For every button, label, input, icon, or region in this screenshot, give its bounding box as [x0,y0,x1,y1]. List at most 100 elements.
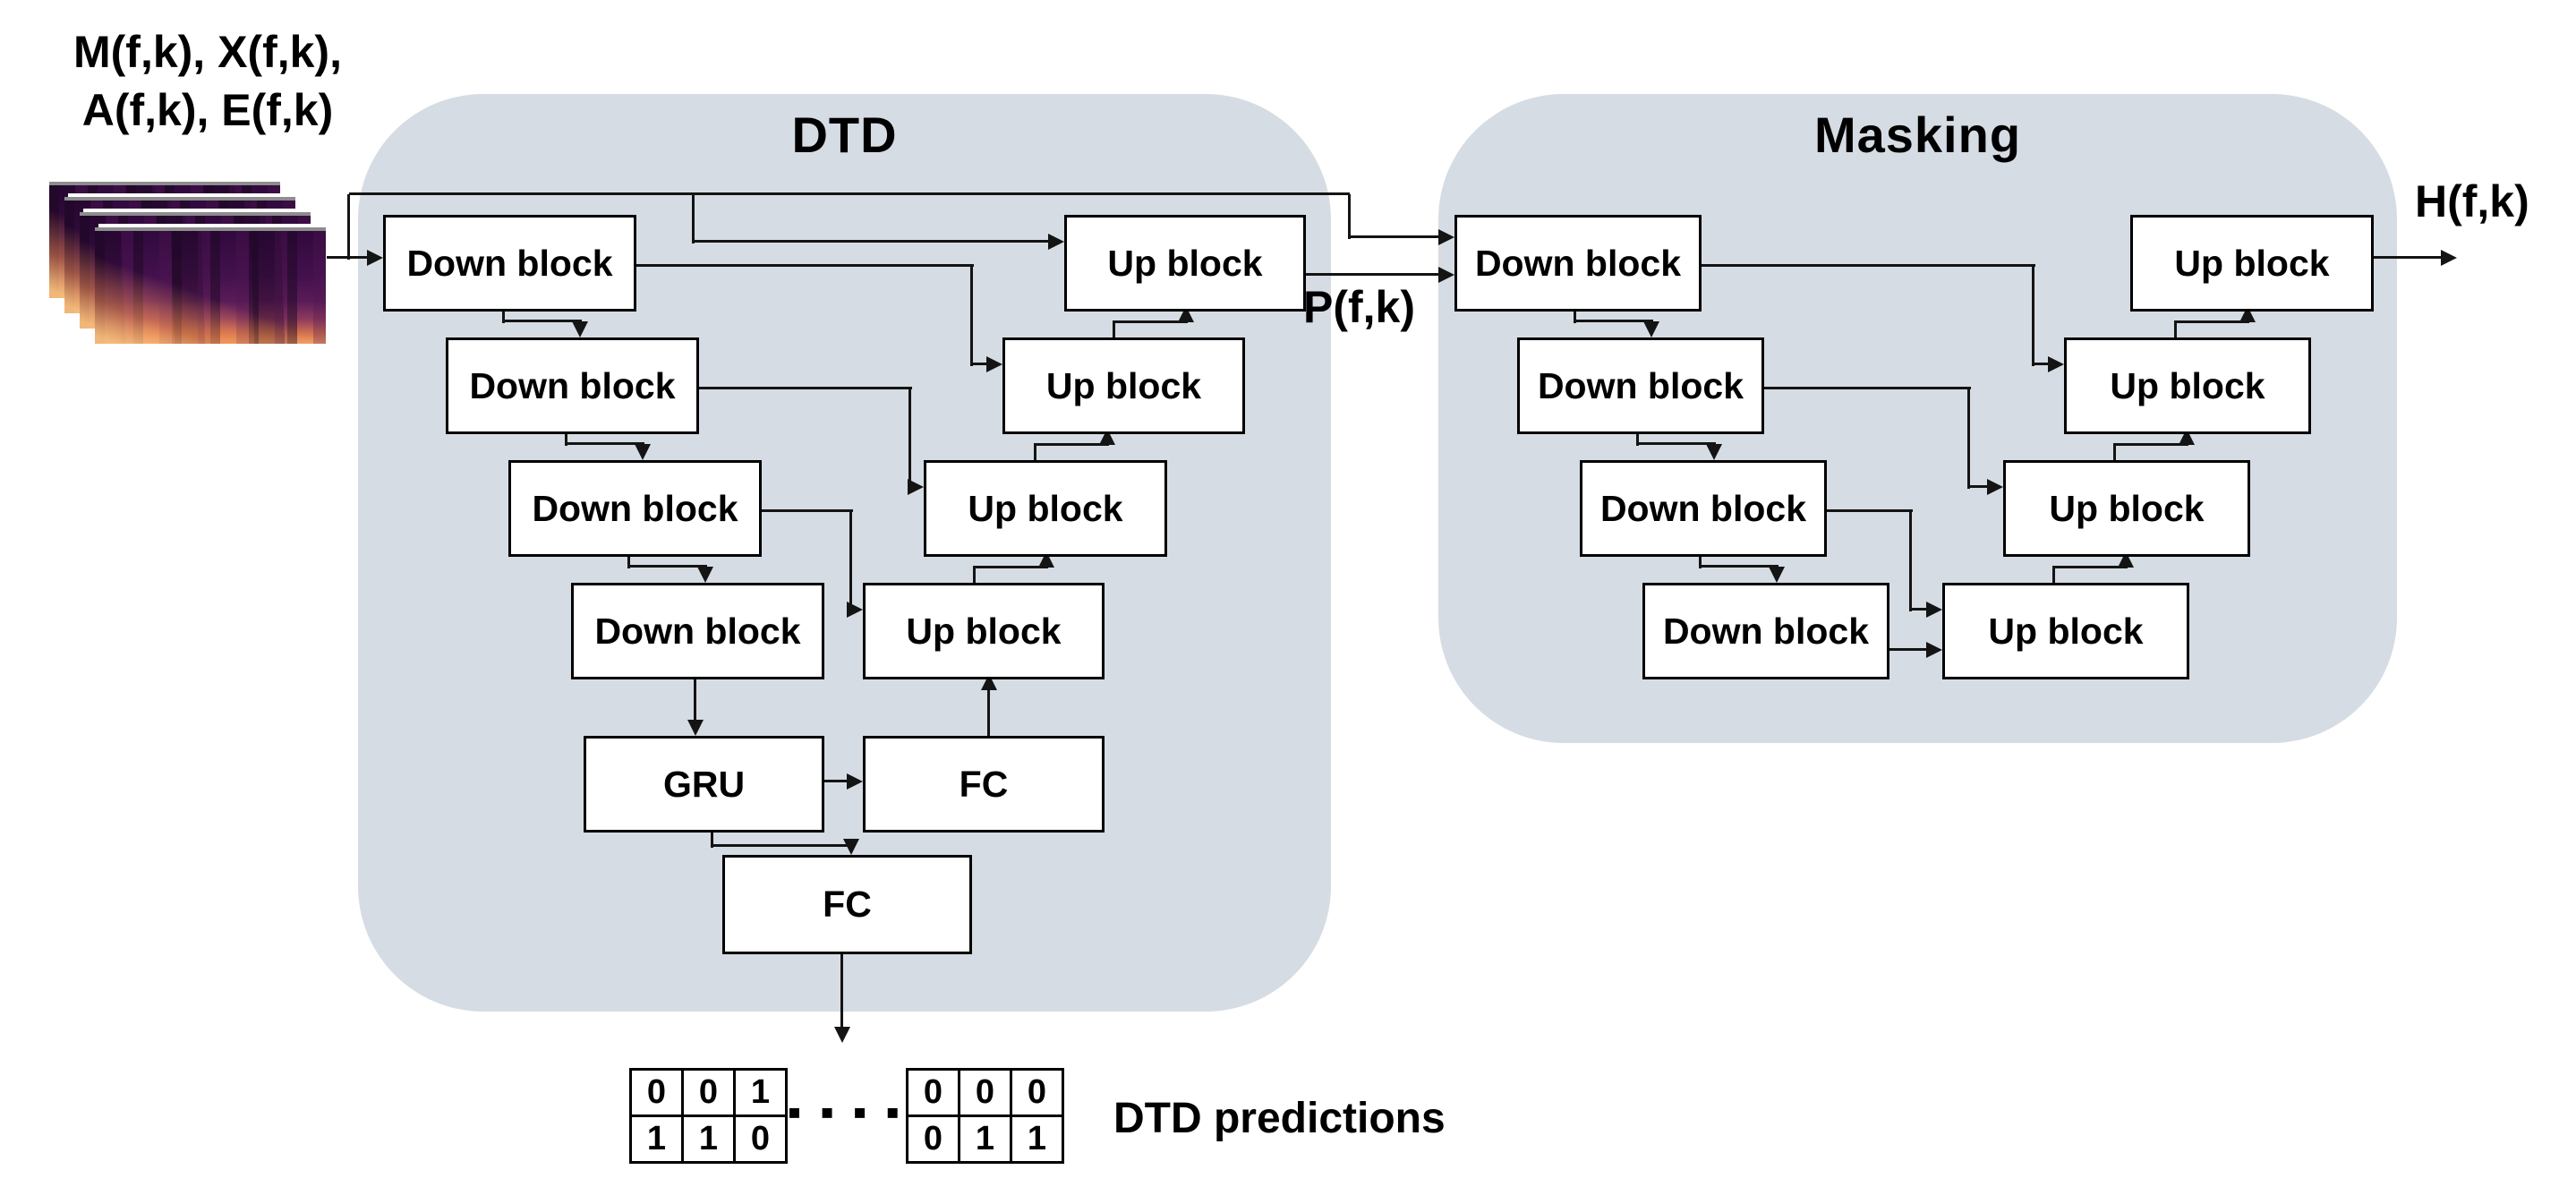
arrowhead-into-dtd-down3 [635,444,651,460]
skip-d3-a [756,509,853,512]
p-signal-label: P(f,k) [1303,282,1415,332]
connector-mu4-mu3-b [2052,566,2128,568]
table-cell: 1 [1012,1117,1062,1161]
connector-bypass-top [349,192,1350,195]
connector-d2-d3-a [565,429,567,446]
skip-m1-a [1696,264,2035,267]
connector-d1-d2-a [502,306,505,323]
arrowhead-into-masking-down3 [1706,444,1722,460]
connector-bypass-to-up1 [694,240,1054,243]
dtd-up-block-4: Up block [863,583,1105,679]
arrowhead-into-gru [687,720,704,736]
table-cell: 0 [684,1071,733,1114]
connector-m1-m2-a [1574,306,1576,323]
arrowhead-into-fc2 [843,839,859,855]
connector-m3-m4-a [1699,551,1702,568]
connector-gru-fc2-a [711,827,713,848]
skip-m2-b [1967,387,1970,489]
connector-d2-d3-b [565,442,644,445]
arrowhead-into-masking-up2 [2048,356,2064,372]
connector-bypass-step [1348,194,1351,239]
table-cell: 0 [736,1117,785,1161]
arrowhead-into-masking-up4-direct [1926,642,1942,658]
connector-up3-up2-a [1034,445,1036,460]
input-signals-line2: A(f,k), E(f,k) [81,85,334,135]
connector-m2-m3-a [1636,429,1639,446]
fc-output-block: FC [722,855,972,954]
connector-up4-up3-a [973,568,976,583]
skip-m2-a [1759,387,1971,389]
h-signal-label: H(f,k) [2415,176,2529,226]
connector-up2-up1-b [1113,320,1188,323]
arrowhead-into-dtd-down2 [572,321,588,337]
arrowhead-into-masking-down4 [1769,567,1785,583]
skip-m2-c [1967,485,1994,488]
connector-input [327,256,374,259]
arrowhead-into-dtd-up4 [847,602,863,618]
arrowhead-into-fc [847,773,863,790]
connector-up4-up3-b [973,566,1048,568]
connector-h-signal [2368,256,2446,259]
masking-up-block-4: Up block [1942,583,2189,679]
dtd-predictions-label: DTD predictions [1113,1095,1446,1142]
table-cell: 0 [908,1117,958,1161]
arrowhead-into-dtd-up2 [986,356,1002,372]
arrowhead-into-dtd-up1 [1048,234,1064,250]
spectrogram-stack [49,182,345,352]
connector-mu2-mu1-a [2174,322,2177,337]
connector-mu2-mu1-b [2174,320,2249,323]
dtd-down-block-2: Down block [446,337,699,434]
connector-up2-up1-a [1113,322,1115,337]
arrowhead-into-masking-up4 [1926,602,1942,618]
dtd-title: DTD [791,107,898,163]
skip-d1-b [970,264,973,366]
connector-up3-up2-b [1034,443,1109,446]
skip-m3-c [1909,608,1933,611]
arrowhead-into-dtd-down1 [367,250,383,266]
skip-d3-b [849,509,852,611]
dtd-down-block-1: Down block [383,215,636,312]
skip-m1-c [2032,363,2055,365]
arrowhead-into-masking-up3 [1987,479,2003,495]
masking-up-block-3: Up block [2003,460,2250,557]
connector-d1-d2-b [502,320,582,322]
connector-m2-m3-b [1636,442,1716,445]
arrowhead-into-predictions [834,1027,850,1043]
dtd-down-block-4: Down block [571,583,824,679]
connector-input-branch [347,194,350,260]
table-cell: 1 [960,1117,1010,1161]
masking-down-block-1: Down block [1454,215,1702,312]
connector-gru-fc [819,780,850,782]
table-cell: 0 [960,1071,1010,1114]
skip-d1-c [970,363,994,365]
arrowhead-into-masking-down1-top [1438,229,1454,245]
fc-block: FC [863,736,1105,833]
connector-mu3-mu2-a [2113,445,2116,460]
table-cell: 0 [908,1071,958,1114]
input-signals-label: M(f,k), X(f,k), A(f,k), E(f,k) [20,23,396,140]
gru-block: GRU [584,736,824,833]
skip-d2-b [908,387,911,489]
skip-d1-a [631,264,974,267]
table-cell: 1 [684,1117,733,1161]
connector-m1-m2-b [1574,320,1653,322]
skip-d2-a [694,387,912,389]
input-signals-line1: M(f,k), X(f,k), [73,27,342,77]
dtd-down-block-3: Down block [508,460,762,557]
dtd-up-block-1: Up block [1064,215,1306,312]
masking-down-block-3: Down block [1580,460,1827,557]
arrowhead-into-masking-down1 [1438,267,1454,283]
arrowhead-into-masking-down2 [1643,321,1659,337]
ellipsis-dots: ▪ ▪ ▪ ▪ ▪ [788,1101,939,1123]
connector-m4-up4 [1884,648,1930,651]
connector-d3-d4-a [627,551,630,568]
masking-up-block-1: Up block [2130,215,2374,312]
masking-up-block-2: Up block [2064,337,2311,434]
arrowhead-into-dtd-down4 [697,567,713,583]
connector-fc2-predictions [840,949,843,1028]
connector-p-signal [1301,273,1445,276]
skip-m3-a [1821,509,1913,512]
masking-down-block-4: Down block [1642,583,1889,679]
masking-down-block-2: Down block [1517,337,1764,434]
